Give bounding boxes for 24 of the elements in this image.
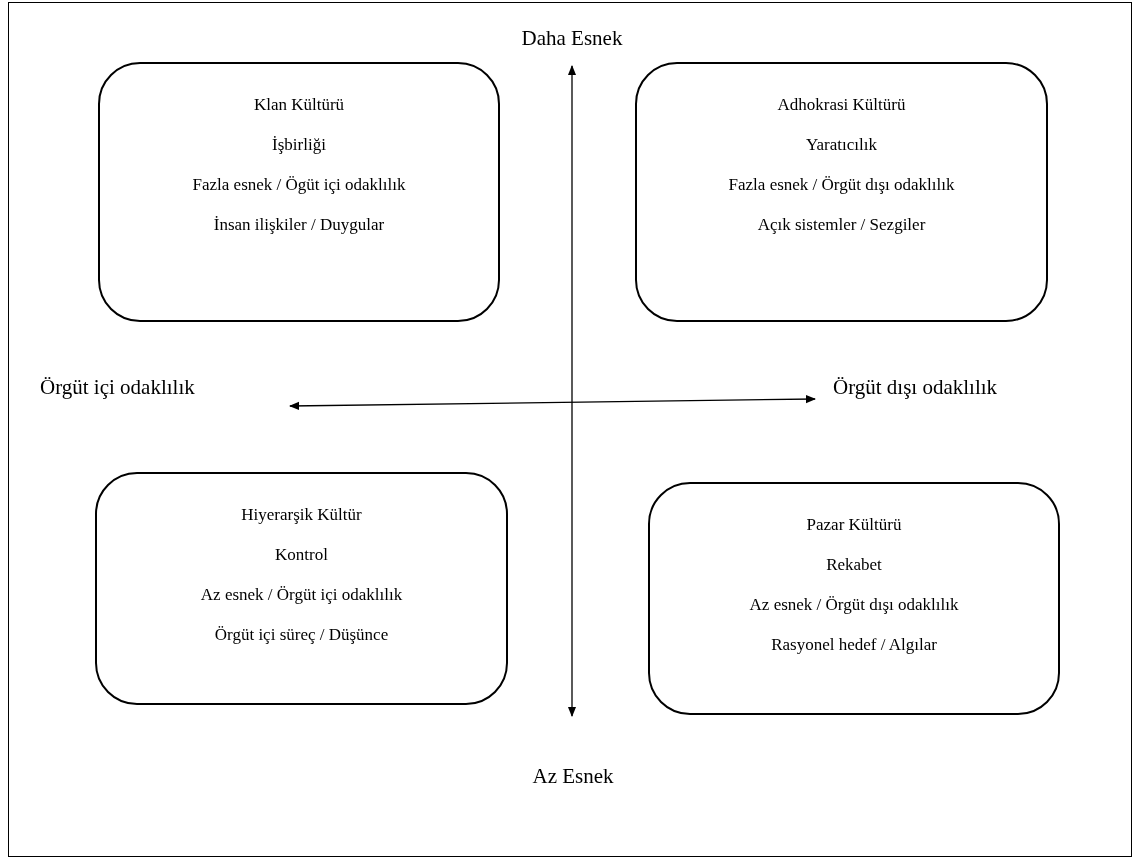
heading-text: Adhokrasi Kültürü <box>777 94 906 116</box>
culture-box <box>635 62 1048 322</box>
focus-text: Örgüt içi süreç / Düşünce <box>214 624 389 646</box>
focus-text: Açık sistemler / Sezgiler <box>757 214 926 236</box>
heading-text: Hiyerarşik Kültür <box>241 504 362 526</box>
culture-box <box>95 472 508 705</box>
orientation-text: Az esnek / Örgüt dışı odaklılık <box>749 594 959 616</box>
axis-label: Daha Esnek <box>521 26 623 51</box>
value-text: Yaratıcılık <box>806 134 877 156</box>
culture-box <box>648 482 1060 715</box>
value-text: Kontrol <box>275 544 328 566</box>
focus-text: İnsan ilişkiler / Duygular <box>213 214 385 236</box>
heading-text: Pazar Kültürü <box>806 514 902 536</box>
orientation-text: Fazla esnek / Örgüt dışı odaklılık <box>728 174 955 196</box>
focus-text: Rasyonel hedef / Algılar <box>771 634 937 656</box>
value-text: İşbirliği <box>272 134 326 156</box>
orientation-text: Fazla esnek / Ögüt içi odaklılık <box>192 174 406 196</box>
axis-label: Örgüt içi odaklılık <box>40 375 195 400</box>
value-text: Rekabet <box>826 554 882 576</box>
orientation-text: Az esnek / Örgüt içi odaklılık <box>200 584 403 606</box>
heading-text: Klan Kültürü <box>253 94 345 116</box>
axis-label: Az Esnek <box>532 764 614 789</box>
culture-box <box>98 62 500 322</box>
axis-label: Örgüt dışı odaklılık <box>833 375 998 400</box>
